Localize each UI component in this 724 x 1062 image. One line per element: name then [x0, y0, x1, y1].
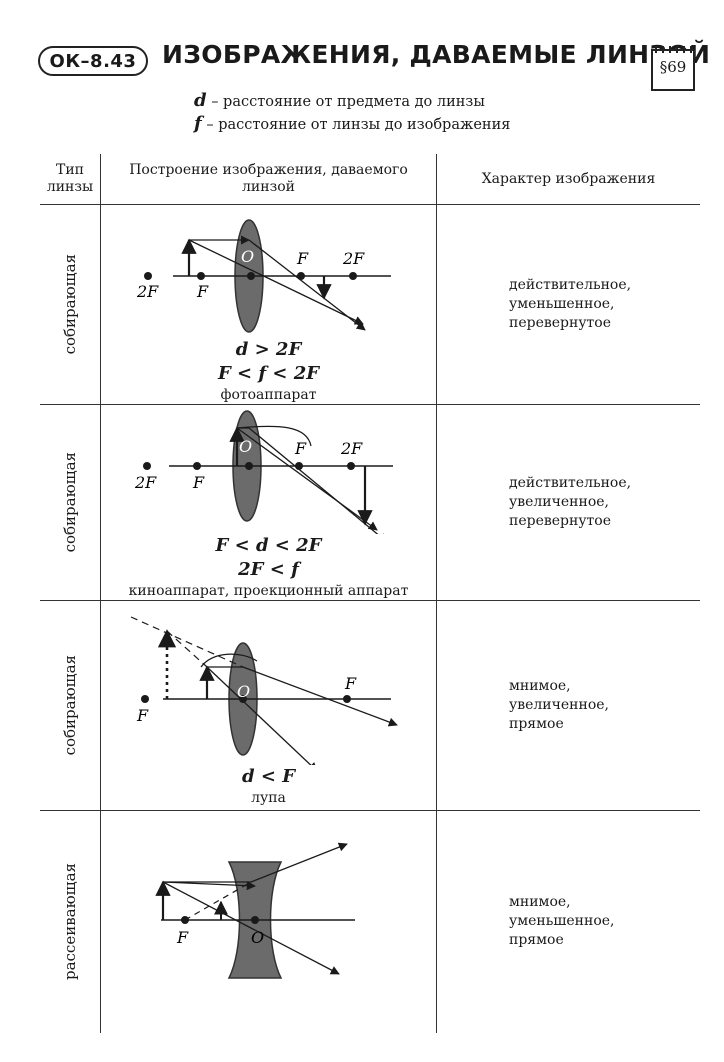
header-lens-type: Тип линзы [40, 154, 101, 205]
ray-diagram-1: 2F F O F 2F [136, 218, 391, 333]
table-row: собирающая 2F F O [40, 204, 700, 405]
label-f: F [176, 928, 189, 947]
label-o: O [239, 437, 252, 456]
label-2f: 2F [134, 473, 157, 492]
label-f: F [294, 439, 307, 458]
image-character: мнимое, увеличенное, прямое [436, 600, 700, 811]
lesson-code-badge: ОК–8.43 [38, 46, 148, 76]
legend: d – расстояние от предмета до линзы f – … [194, 90, 510, 136]
lens-type-label: собирающая [61, 655, 79, 756]
label-2f: 2F [340, 439, 363, 458]
table-row: собирающая F O [40, 600, 700, 811]
label-f: F [136, 706, 149, 725]
header: ОК–8.43 ИЗОБРАЖЕНИЯ, ДАВАЕМЫЕ ЛИНЗОЙ §69… [0, 0, 724, 150]
label-2f: 2F [136, 282, 159, 301]
ray-diagram-2: 2F F O F 2F [134, 409, 393, 534]
header-character: Характер изображения [436, 154, 700, 205]
device-label: фотоаппарат [220, 386, 317, 403]
condition: F < f < 2F [217, 362, 320, 384]
page-title: ИЗОБРАЖЕНИЯ, ДАВАЕМЫЕ ЛИНЗОЙ [162, 40, 711, 69]
lens-images-table: Тип линзы Построение изображения, даваем… [40, 154, 700, 1033]
notepad-icon [651, 46, 695, 91]
lens-type-label: собирающая [61, 254, 79, 355]
legend-item-d: d – расстояние от предмета до линзы [194, 90, 485, 111]
lens-type-label: собирающая [61, 452, 79, 553]
label-f: F [296, 249, 309, 268]
label-f: F [344, 674, 357, 693]
lens-type-label: рассеивающая [61, 863, 79, 981]
label-2f: 2F [342, 249, 365, 268]
label-o: O [241, 247, 254, 266]
condition: F < d < 2F [215, 534, 322, 556]
image-character: мнимое, уменьшенное, прямое [509, 894, 615, 949]
ray-diagram-3: F O F [130, 615, 398, 765]
image-character: действительное, уменьшенное, перевернуто… [436, 204, 700, 405]
device-label: лупа [251, 789, 286, 806]
table-row: рассеивающая F O [40, 810, 700, 1033]
section-badge: §69 [650, 44, 698, 92]
section-number: §69 [659, 58, 687, 76]
ray-diagram-4: F O [155, 842, 355, 979]
table-row: собирающая 2F F [40, 404, 700, 601]
label-o: O [237, 682, 250, 701]
device-label: киноаппарат, проекционный аппарат [128, 582, 409, 599]
label-f: F [192, 473, 205, 492]
condition: d > 2F [235, 338, 302, 360]
label-o: O [251, 928, 264, 947]
image-character: действительное, увеличенное, перевернуто… [436, 404, 700, 601]
condition: 2F < f [238, 558, 299, 580]
condition: d < F [242, 765, 295, 787]
label-f: F [196, 282, 209, 301]
header-construction: Построение изображения, даваемого линзой [100, 154, 437, 205]
legend-item-f: f – расстояние от линзы до изображения [194, 113, 511, 134]
